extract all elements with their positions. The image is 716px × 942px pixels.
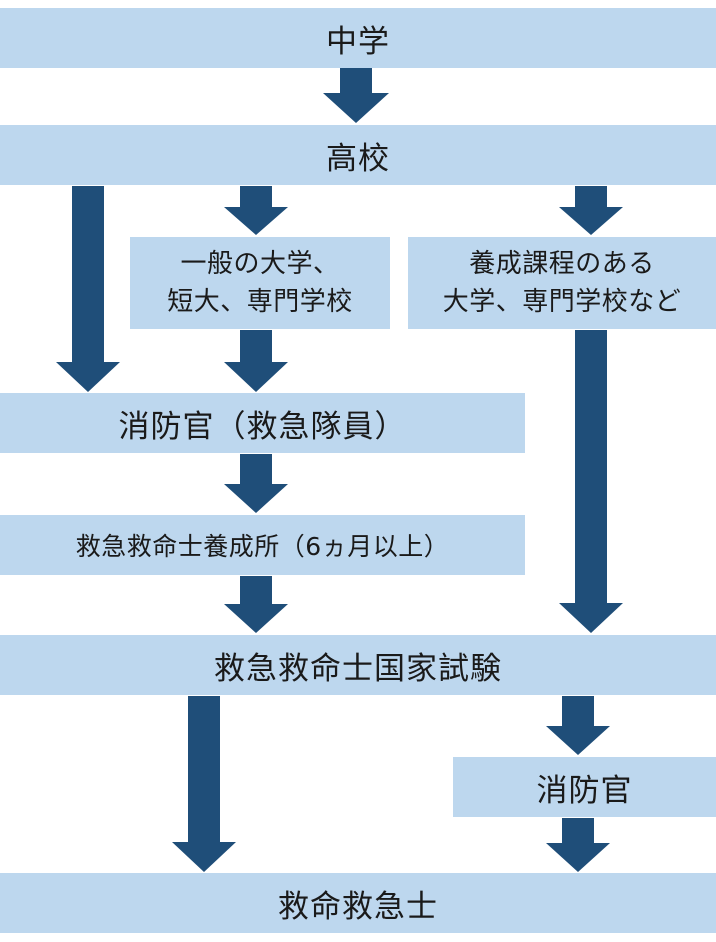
national-exam-box: 救急救命士国家試験	[0, 635, 716, 695]
firefighter-rescue-label: 消防官（救急隊員）	[118, 408, 407, 445]
high-school-label: 高校	[326, 140, 390, 177]
general-university-box: 一般の大学、 短大、専門学校	[130, 237, 390, 329]
arrow-high-school-to-firefighter-rescue	[56, 186, 120, 392]
junior-high-box: 中学	[0, 8, 716, 68]
arrow-national-exam-to-paramedic	[172, 696, 236, 872]
paramedic-label: 救命救急士	[278, 888, 438, 925]
firefighter-rescue-box: 消防官（救急隊員）	[0, 393, 525, 453]
arrow-firefighter-to-paramedic	[546, 818, 610, 872]
training-university-label-line1: 養成課程のある	[469, 249, 655, 279]
paramedic-box: 救命救急士	[0, 873, 716, 933]
training-university-label-line2: 大学、専門学校など	[442, 287, 682, 317]
training-institute-label: 救急救命士養成所（6ヵ月以上）	[75, 532, 450, 561]
firefighter-box: 消防官	[453, 757, 716, 817]
arrow-national-exam-to-firefighter	[546, 696, 610, 755]
arrow-high-school-to-training-university	[559, 186, 623, 235]
training-university-box: 養成課程のある 大学、専門学校など	[408, 237, 716, 329]
arrow-training-university-to-national-exam	[559, 330, 623, 633]
national-exam-label: 救急救命士国家試験	[214, 650, 502, 687]
arrow-high-school-to-general-university	[224, 186, 288, 235]
training-institute-box: 救急救命士養成所（6ヵ月以上）	[0, 515, 525, 575]
arrow-general-university-to-firefighter-rescue	[224, 330, 288, 392]
high-school-box: 高校	[0, 125, 716, 185]
arrow-junior-high-to-high-school	[323, 68, 389, 123]
general-university-label-line1: 一般の大学、	[180, 249, 340, 279]
general-university-label-line2: 短大、専門学校	[167, 287, 353, 317]
arrow-firefighter-rescue-to-training-institute	[224, 454, 288, 513]
firefighter-label: 消防官	[536, 772, 633, 809]
arrow-training-institute-to-national-exam	[224, 576, 288, 633]
junior-high-label: 中学	[326, 23, 390, 60]
